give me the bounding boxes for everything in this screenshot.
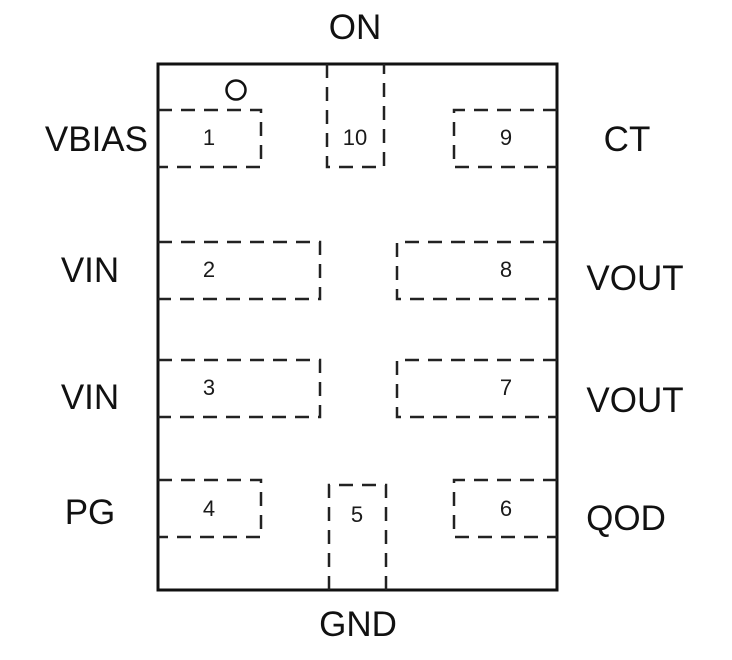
pad-7: 7	[395, 358, 557, 419]
pin-label-vout-8: VOUT	[586, 259, 683, 298]
pin-number-8: 8	[500, 257, 512, 282]
pin1-marker-icon	[225, 79, 247, 101]
pin-label-pg: PG	[65, 493, 116, 532]
pin-label-vin-2: VIN	[61, 251, 119, 290]
pin-label-vin-3: VIN	[61, 378, 119, 417]
pad-8: 8	[395, 240, 557, 301]
pin-number-2: 2	[203, 257, 215, 282]
pin-number-4: 4	[203, 496, 215, 521]
pin-label-vbias: VBIAS	[45, 120, 148, 159]
pad-5: 5	[327, 483, 388, 590]
pin-label-gnd: GND	[319, 605, 397, 644]
pin-label-qod: QOD	[586, 499, 666, 538]
pin-number-5: 5	[351, 502, 363, 527]
pin-number-6: 6	[500, 496, 512, 521]
pad-3: 3	[158, 358, 322, 419]
pin-label-vout-7: VOUT	[586, 381, 683, 420]
pin-number-9: 9	[500, 125, 512, 150]
package-body	[156, 62, 559, 592]
pad-6: 6	[452, 478, 557, 539]
pad-4: 4	[158, 478, 263, 539]
pin-number-7: 7	[500, 375, 512, 400]
pin-number-3: 3	[203, 375, 215, 400]
pad-2: 2	[158, 240, 322, 301]
pin-number-10: 10	[343, 125, 367, 150]
pin-label-on: ON	[329, 8, 382, 47]
pad-1: 1	[158, 108, 263, 169]
pad-10: 10	[325, 64, 386, 169]
pin-number-1: 1	[203, 125, 215, 150]
pin-label-ct: CT	[604, 120, 651, 159]
pad-9: 9	[452, 108, 557, 169]
